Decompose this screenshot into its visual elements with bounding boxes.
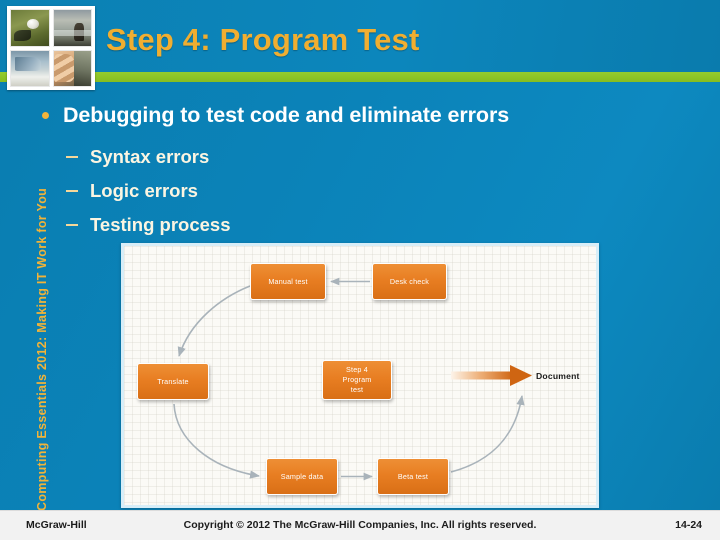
footer-page-number: 14-24 bbox=[675, 519, 702, 531]
sub-bullet-testing-process: Testing process bbox=[66, 208, 231, 242]
thumbnail-seascape-with-person bbox=[52, 9, 92, 47]
diagram-panel: Manual test Desk check Translate Step 4 … bbox=[121, 243, 599, 508]
diagram-canvas: Manual test Desk check Translate Step 4 … bbox=[124, 246, 596, 505]
thumbnail-grid bbox=[7, 6, 95, 90]
footer-publisher: McGraw-Hill bbox=[26, 519, 87, 531]
sub-bullet-logic-errors: Logic errors bbox=[66, 174, 231, 208]
diagram-output-document-label: Document bbox=[536, 371, 580, 381]
primary-bullet-label: Debugging to test code and eliminate err… bbox=[63, 103, 510, 127]
thumbnail-hand-close-up bbox=[52, 49, 92, 87]
title-band-background bbox=[0, 0, 720, 73]
sub-bullet-list: Syntax errors Logic errors Testing proce… bbox=[66, 140, 231, 242]
bullet-dot-icon bbox=[42, 112, 49, 119]
sub-bullet-label: Logic errors bbox=[90, 180, 198, 201]
primary-bullet: Debugging to test code and eliminate err… bbox=[42, 103, 509, 128]
book-title-vertical: Computing Essentials 2012: Making IT Wor… bbox=[35, 187, 49, 511]
sub-bullet-label: Syntax errors bbox=[90, 146, 210, 167]
footer-copyright: Copyright © 2012 The McGraw-Hill Compani… bbox=[183, 519, 537, 531]
diagram-node-beta-test[interactable]: Beta test bbox=[377, 458, 449, 495]
edge-manual-to-translate bbox=[177, 285, 251, 357]
diagram-node-step4-program-test[interactable]: Step 4 Program test bbox=[322, 360, 392, 400]
step4-line-3: test bbox=[350, 384, 364, 394]
dash-icon bbox=[66, 224, 78, 226]
diagram-node-translate[interactable]: Translate bbox=[137, 363, 209, 400]
document-output-arrow bbox=[451, 365, 532, 386]
dash-icon bbox=[66, 190, 78, 192]
step4-line-1: Step 4 bbox=[346, 365, 368, 375]
thumbnail-sky-and-water-scene bbox=[10, 49, 50, 87]
diagram-node-sample-data[interactable]: Sample data bbox=[266, 458, 338, 495]
diagram-node-manual-test[interactable]: Manual test bbox=[250, 263, 326, 300]
green-divider-bar bbox=[0, 72, 720, 82]
thumbnail-golf-ball-on-grass bbox=[10, 9, 50, 47]
edge-translate-to-sample bbox=[173, 403, 260, 479]
diagram-node-desk-check[interactable]: Desk check bbox=[372, 263, 447, 300]
dash-icon bbox=[66, 156, 78, 158]
page-title: Step 4: Program Test bbox=[106, 22, 420, 57]
slide-footer: McGraw-Hill Copyright © 2012 The McGraw-… bbox=[0, 510, 720, 540]
sub-bullet-syntax-errors: Syntax errors bbox=[66, 140, 231, 174]
step4-line-2: Program bbox=[342, 375, 372, 385]
sub-bullet-label: Testing process bbox=[90, 214, 231, 235]
edge-beta-to-document bbox=[450, 395, 525, 473]
